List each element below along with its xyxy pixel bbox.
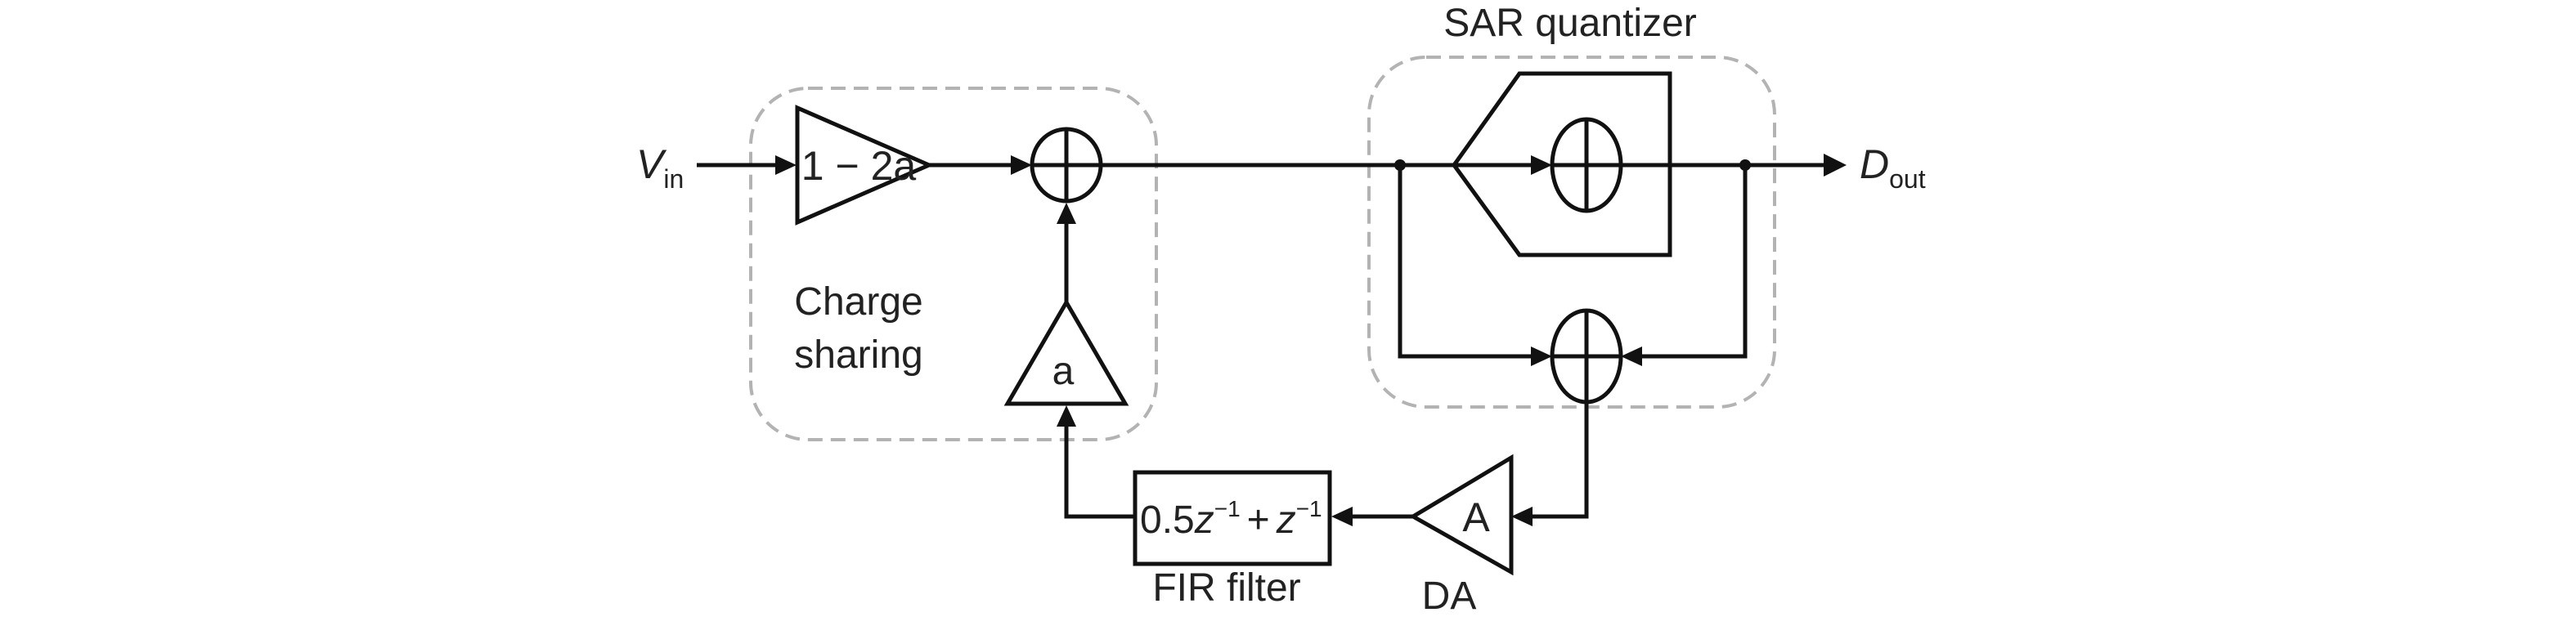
arrowhead-icon [1057, 405, 1076, 427]
arrowhead-icon [1511, 507, 1533, 526]
sar-quantizer-group-border [1367, 56, 1776, 409]
sar-quantizer-label: SAR quantizer [1443, 2, 1697, 45]
charge-sharing-group-border [749, 87, 1158, 441]
charge-sharing-label-line1: Charge [794, 280, 922, 324]
da-caption: DA [1422, 575, 1477, 618]
input-symbol: V [636, 141, 667, 187]
wire-residue-to-da [1528, 402, 1589, 519]
da-amplifier: A [1409, 454, 1514, 576]
arrowhead-icon [1621, 347, 1642, 366]
charge-sharing-label-line2: sharing [794, 333, 922, 377]
svg-text:Vin: Vin [636, 141, 684, 194]
arrowhead-icon [1331, 507, 1353, 526]
sum-residue [1550, 308, 1623, 405]
arrowhead-icon [1057, 203, 1076, 224]
svg-text:Dout: Dout [1860, 141, 1926, 194]
da-gain-label: A [1462, 494, 1490, 540]
gain-input-label: 1 − 2a [801, 143, 917, 189]
sum-quantizer [1550, 117, 1623, 213]
input-label: Vin [636, 141, 684, 194]
gain-feedback-label: a [1052, 350, 1075, 393]
arrowhead-icon [1531, 155, 1552, 175]
wire-fir-to-feedback-gain [1064, 422, 1135, 519]
wire-residue-right [1637, 165, 1748, 359]
output-subscript: out [1889, 164, 1926, 194]
sum-input [1030, 127, 1103, 203]
input-subscript: in [663, 164, 684, 194]
fir-transfer-function: 0.5z−1+z−1 [1140, 496, 1322, 542]
arrowhead-icon [775, 155, 797, 175]
output-symbol: D [1860, 141, 1889, 187]
output-label: Dout [1860, 141, 1926, 194]
gain-block-input: 1 − 2a [795, 105, 935, 226]
fir-filter-caption: FIR filter [1152, 566, 1300, 610]
arrowhead-icon [1824, 154, 1847, 177]
gain-block-feedback: a [1003, 298, 1129, 406]
arrowhead-icon [1011, 155, 1032, 175]
wire-residue-left [1398, 165, 1536, 359]
arrowhead-icon [1531, 347, 1552, 366]
